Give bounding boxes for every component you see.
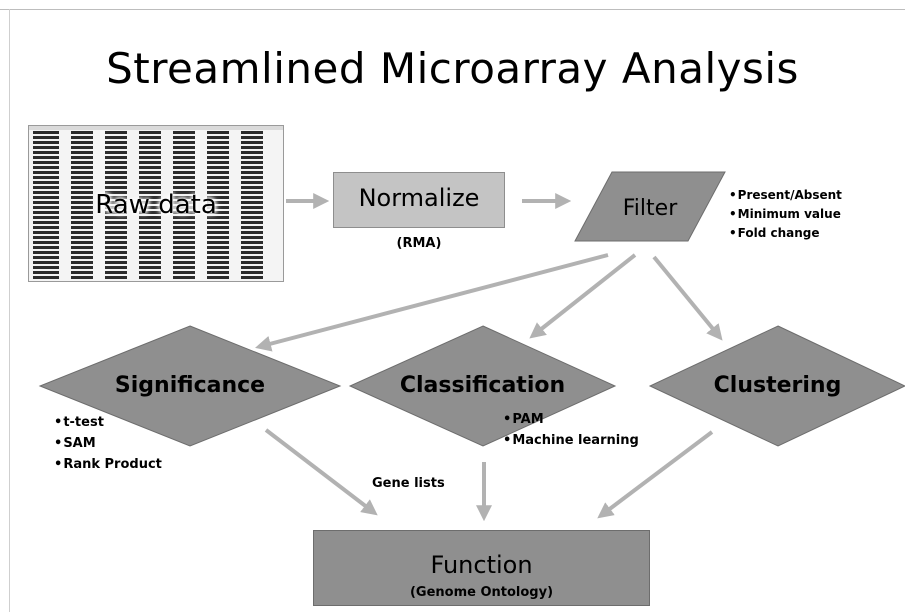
filter-criteria-list: Present/Absent Minimum value Fold change (729, 186, 842, 243)
normalize-method-label: (RMA) (396, 236, 442, 251)
classification-label: Classification (399, 373, 566, 398)
slide-title: Streamlined Microarray Analysis (106, 44, 799, 93)
significance-method: t-test (54, 412, 162, 433)
filter-criterion: Minimum value (729, 205, 842, 224)
raw-data-table-header (29, 126, 283, 130)
significance-method: Rank Product (54, 454, 162, 475)
arrow-filter-to-classification (529, 253, 637, 339)
filter-criterion: Fold change (729, 224, 842, 243)
function-sublabel: (Genome Ontology) (409, 585, 554, 600)
frame-left-border (9, 9, 10, 612)
gene-lists-label: Gene lists (372, 476, 445, 491)
classification-method: PAM (503, 409, 639, 430)
normalize-label: Normalize (358, 184, 480, 212)
significance-method: SAM (54, 433, 162, 454)
filter-label: Filter (622, 196, 678, 221)
classification-methods-list: PAM Machine learning (503, 409, 639, 451)
clustering-label: Clustering (713, 373, 842, 398)
frame-top-border (0, 9, 905, 10)
classification-method: Machine learning (503, 430, 638, 451)
arrow-filter-to-clustering (652, 255, 723, 341)
arrow-filter-to-significance (255, 253, 609, 352)
arrow-significance-to-function (264, 428, 378, 516)
raw-data-table-columns (29, 131, 283, 281)
arrow-clustering-to-function (597, 430, 714, 519)
normalize-box (333, 172, 505, 228)
function-box (313, 530, 650, 606)
raw-data-label: Raw data (95, 190, 217, 220)
filter-parallelogram (574, 171, 726, 242)
raw-data-table-image: Raw data (28, 125, 284, 282)
significance-methods-list: t-test SAM Rank Product (54, 412, 162, 475)
clustering-diamond (648, 325, 905, 447)
significance-label: Significance (114, 373, 266, 398)
filter-criterion: Present/Absent (729, 186, 842, 205)
function-label: Function (430, 551, 533, 579)
